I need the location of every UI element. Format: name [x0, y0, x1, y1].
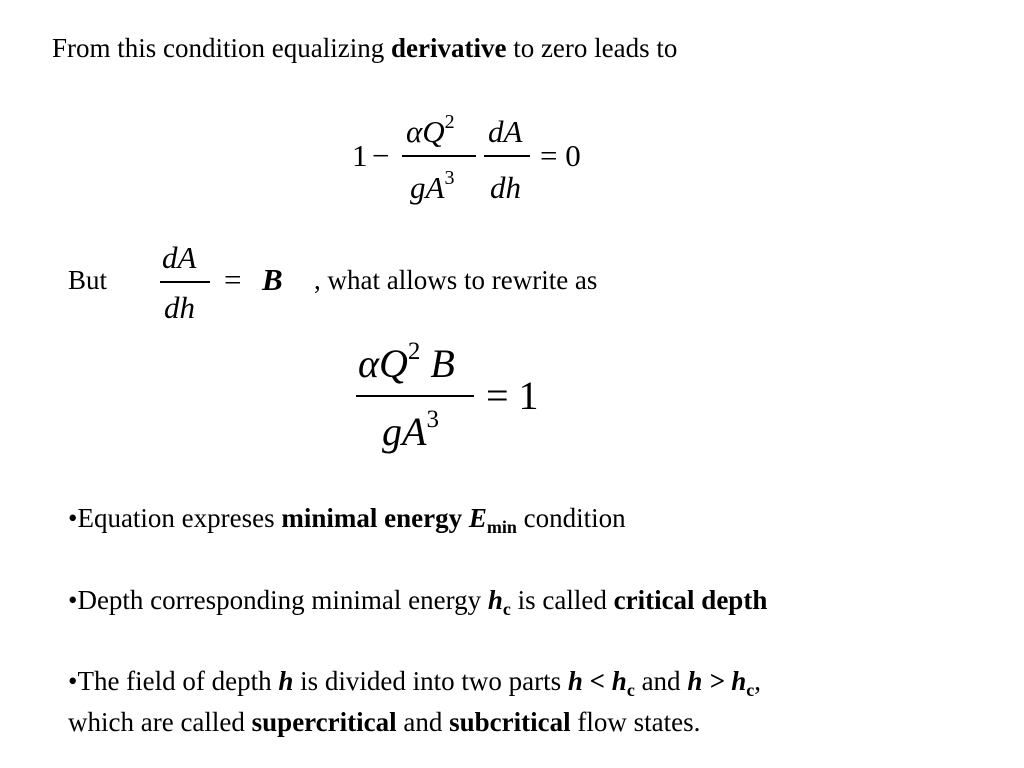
but-frac-den: dh — [164, 290, 195, 325]
bullet-3-and: and — [634, 666, 688, 696]
eq2-numerator: αQ2 B — [358, 338, 455, 386]
bullet-3-line2-text: which are called — [68, 707, 252, 737]
bullet-3: •The field of depth h is divided into tw… — [68, 665, 761, 700]
bullet-3-text: •The field of depth — [68, 666, 279, 696]
eq1-num1: αQ2 — [406, 111, 455, 149]
eq2-equals-one: = 1 — [486, 373, 539, 418]
bullet-1: •Equation expreses minimal energy Emin c… — [68, 502, 626, 537]
but-frac-bar — [160, 281, 210, 283]
eq1-frac-bar-1 — [402, 155, 476, 157]
bullet-3-cond1: h < h — [567, 666, 627, 696]
eq1-den2: dh — [490, 170, 521, 205]
bullet-3-line-2: which are called supercritical and subcr… — [68, 706, 700, 738]
but-equals: = — [224, 262, 242, 297]
bullet-2: •Depth corresponding minimal energy hc i… — [68, 584, 768, 619]
bullet-1-E: E — [468, 503, 487, 533]
eq1-num2: dA — [488, 114, 523, 149]
bullet-3-subcritical: subcritical — [449, 707, 571, 737]
eq2-denominator: gA3 — [382, 406, 439, 454]
intro-bold-derivative: derivative — [390, 33, 507, 63]
bullet-2-h: h — [487, 585, 503, 615]
bullet-3-cond2-sub: c — [746, 680, 755, 700]
intro-text-end: to zero leads to — [506, 33, 678, 63]
bullet-1-E-sub: min — [486, 517, 517, 537]
bullet-1-text: •Equation expreses — [68, 503, 282, 533]
but-frac-num: dA — [162, 240, 197, 275]
but-B: B — [262, 262, 283, 297]
bullet-2-text: •Depth corresponding minimal energy — [68, 585, 488, 615]
eq2-frac-bar — [356, 395, 474, 397]
eq1-equals-zero: = 0 — [540, 138, 581, 173]
bullet-2-mid: is called — [510, 585, 614, 615]
eq1-den1: gA3 — [410, 167, 455, 205]
intro-text: From this condition equalizing — [52, 33, 391, 63]
bullet-1-after: condition — [516, 503, 626, 533]
eq1-frac-bar-2 — [484, 155, 530, 157]
eq1-one: 1 — [352, 138, 368, 173]
bullet-3-mid: is divided into two parts — [293, 666, 568, 696]
bullet-3-cond1-sub: c — [626, 680, 635, 700]
bullet-3-h: h — [278, 666, 294, 696]
bullet-3-comma: , — [754, 666, 761, 696]
intro-line: From this condition equalizing derivativ… — [52, 32, 677, 64]
but-after-text: , what allows to rewrite as — [314, 265, 598, 295]
but-text: But — [68, 265, 108, 295]
bullet-2-h-sub: c — [502, 599, 511, 619]
bullet-1-bold: minimal energy — [281, 503, 469, 533]
bullet-3-end: flow states. — [570, 707, 701, 737]
bullet-2-bold: critical depth — [613, 585, 768, 615]
bullet-3-and2: and — [396, 707, 450, 737]
bullet-3-supercritical: supercritical — [251, 707, 397, 737]
eq1-minus: − — [372, 138, 390, 173]
bullet-3-cond2: h > h — [687, 666, 747, 696]
